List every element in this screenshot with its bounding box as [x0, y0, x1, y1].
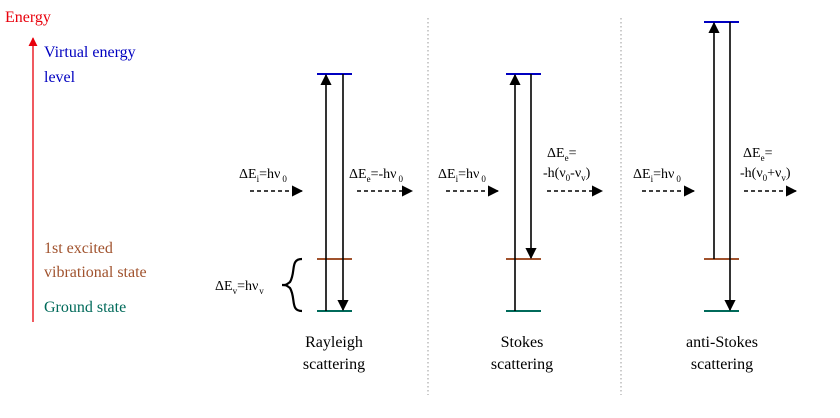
level-labels: Virtual energy level 1st excited vibrati… — [44, 44, 147, 316]
emitted-energy-formula: -h(ν0-νv) — [543, 166, 591, 183]
stokes-caption-line2: scattering — [491, 356, 553, 373]
emitted-energy-label: ΔEe= — [743, 146, 773, 163]
energy-axis: Energy — [5, 9, 51, 322]
excited-state-label-line2: vibrational state — [44, 264, 147, 281]
stokes-caption: Stokes — [501, 334, 544, 351]
rayleigh-caption-line2: scattering — [303, 356, 365, 373]
emitted-energy-formula: -h(ν0+νv) — [740, 166, 791, 183]
excited-state-label: 1st excited — [44, 240, 113, 257]
energy-axis-label: Energy — [5, 9, 51, 26]
vibrational-gap-brace — [281, 257, 303, 313]
anti-stokes-caption: anti-Stokes — [686, 334, 758, 351]
anti-stokes-caption-line2: scattering — [691, 356, 753, 373]
emitted-energy-label: ΔEe= — [547, 146, 577, 163]
virtual-level-label: Virtual energy — [44, 44, 136, 61]
vibrational-gap-label: ΔEv=hνv — [215, 279, 264, 296]
virtual-level-label-line2: level — [44, 69, 76, 86]
rayleigh-caption: Rayleigh — [305, 334, 363, 351]
ground-state-label: Ground state — [44, 299, 126, 316]
